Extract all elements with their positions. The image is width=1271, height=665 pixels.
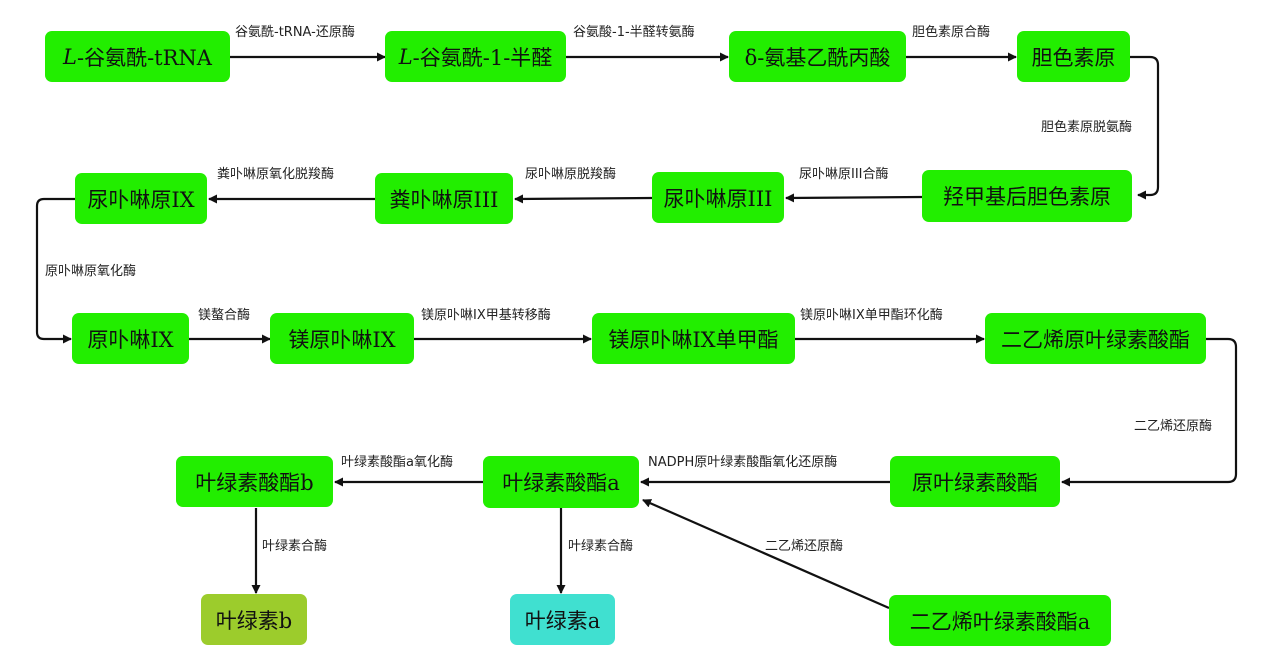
arrow-dvpchlide-to-pchlide (1061, 337, 1238, 487)
node-protoporphyrinogen-ix: 尿卟啉原IX (75, 173, 207, 224)
edge-label-uro-decarboxylase: 尿卟啉原脱羧酶 (525, 167, 617, 182)
node-glutamate-semialdehyde-prefix: L (398, 44, 413, 69)
node-divinyl-chlorophyllide-a: 二乙烯叶绿素酸酯a (889, 595, 1111, 646)
edge-label-glutamyl-trna-reductase: 谷氨酰-tRNA-还原酶 (235, 25, 355, 40)
arrow-dvchlidea-to-chlidea (642, 498, 890, 610)
node-chlorophyll-a: 叶绿素a (510, 594, 615, 645)
node-glutamyl-trna-name: -谷氨酰-tRNA (76, 45, 212, 70)
arrow-uro3-to-copro3 (514, 194, 653, 204)
edge-label-chlide-a-oxygenase: 叶绿素酸酯a氧化酶 (341, 455, 453, 470)
node-porphobilinogen: 胆色素原 (1017, 31, 1130, 82)
edge-label-divinyl-reductase-1: 二乙烯还原酶 (1134, 419, 1213, 434)
node-coproporphyrinogen-iii: 粪卟啉原III (375, 173, 513, 224)
node-uroporphyrinogen-iii: 尿卟啉原III (652, 172, 784, 223)
edge-label-uro3-synthase: 尿卟啉原III合酶 (799, 167, 889, 182)
node-protoporphyrin-ix: 原卟啉IX (72, 313, 189, 364)
arrow-hmb-to-uro3 (785, 193, 923, 203)
node-mg-protoporphyrin-ix-monomethyl-ester: 镁原卟啉IX单甲酯 (592, 313, 795, 364)
node-mg-protoporphyrin-ix: 镁原卟啉IX (270, 313, 414, 364)
edge-label-divinyl-reductase-2: 二乙烯还原酶 (765, 539, 844, 554)
edge-label-chl-synthase-b: 叶绿素合酶 (262, 539, 328, 554)
node-glutamate-semialdehyde: L-谷氨酰-1-半醛 (385, 31, 566, 82)
edge-label-mg-proto-me-cyclase: 镁原卟啉IX单甲酯环化酶 (800, 308, 943, 323)
arrow-protogen9-to-proto9 (35, 197, 75, 344)
edge-label-pbg-synthase: 胆色素原合酶 (912, 25, 991, 40)
node-chlorophyllide-b: 叶绿素酸酯b (176, 456, 333, 507)
edge-label-por: NADPH原叶绿素酸酯氧化还原酶 (648, 455, 838, 470)
node-ala: δ-氨基乙酰丙酸 (729, 31, 906, 82)
node-divinyl-protochlorophyllide: 二乙烯原叶绿素酸酯 (985, 313, 1206, 364)
edge-label-pbg-deaminase: 胆色素原脱氨酶 (1041, 120, 1133, 135)
edge-label-protogen-oxidase: 原卟啉原氧化酶 (45, 264, 137, 279)
node-glutamate-semialdehyde-name: -谷氨酰-1-半醛 (412, 45, 553, 70)
node-hydroxymethylbilane: 羟甲基后胆色素原 (922, 170, 1132, 222)
arrow-pbg-to-hmb (1130, 55, 1160, 200)
edge-label-mg-chelatase: 镁螯合酶 (198, 308, 251, 323)
node-glutamyl-trna: L-谷氨酰-tRNA (45, 31, 230, 82)
node-protochlorophyllide: 原叶绿素酸酯 (890, 456, 1060, 507)
node-chlorophyll-b: 叶绿素b (201, 594, 307, 645)
node-glutamyl-trna-prefix: L (63, 44, 77, 69)
edge-label-glutamate-semialdehyde-aminotransferase: 谷氨酸-1-半醛转氨酶 (573, 25, 695, 40)
edge-label-chl-synthase-a: 叶绿素合酶 (568, 539, 634, 554)
node-chlorophyllide-a: 叶绿素酸酯a (483, 456, 639, 508)
edge-label-mg-proto-methyltransferase: 镁原卟啉IX甲基转移酶 (421, 308, 551, 323)
edge-label-copro-oxidative-decarboxylase: 粪卟啉原氧化脱羧酶 (217, 167, 335, 182)
